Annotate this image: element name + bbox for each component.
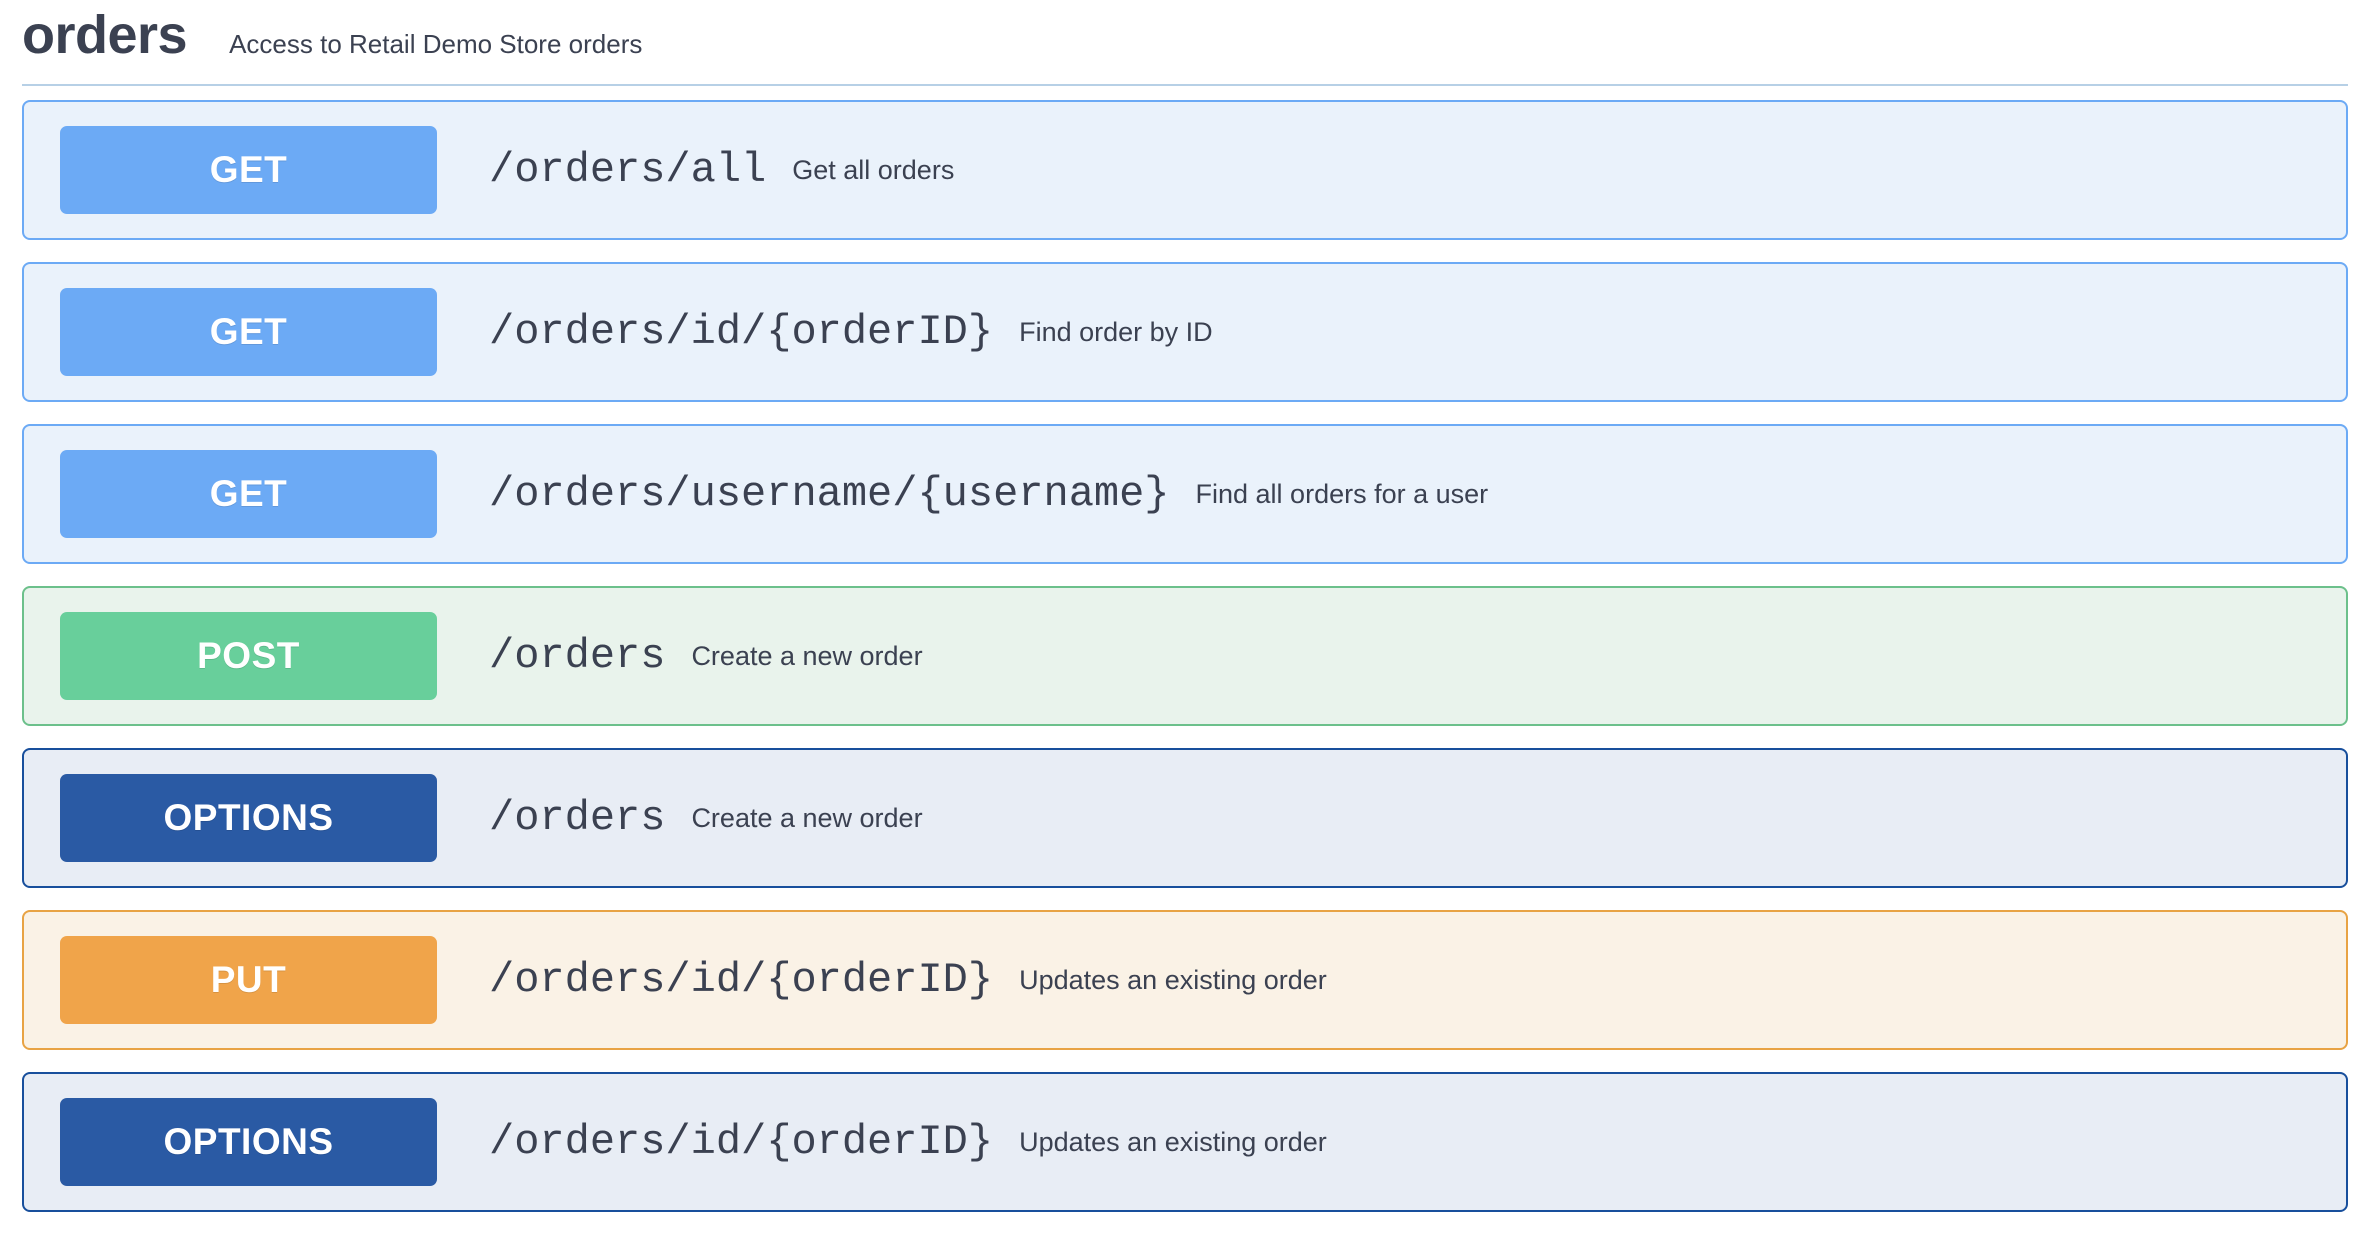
operation-path: /orders/all <box>489 146 767 194</box>
operation-summary: Find all orders for a user <box>1195 478 1489 509</box>
operation-path: /orders/id/{orderID} <box>489 1118 994 1166</box>
method-badge-options[interactable]: OPTIONS <box>60 1098 437 1186</box>
operation-row[interactable]: GET/orders/id/{orderID} Find order by ID <box>22 262 2348 402</box>
method-badge-get[interactable]: GET <box>60 126 437 214</box>
operation-row[interactable]: PUT/orders/id/{orderID} Updates an existi… <box>22 910 2348 1050</box>
operation-row[interactable]: OPTIONS/orders Create a new order <box>22 748 2348 888</box>
operation-row[interactable]: OPTIONS/orders/id/{orderID} Updates an ex… <box>22 1072 2348 1212</box>
operation-path: /orders/username/{username} <box>489 470 1170 518</box>
page-title: orders <box>22 5 188 65</box>
operation-path: /orders/id/{orderID} <box>489 308 994 356</box>
operation-row[interactable]: POST/orders Create a new order <box>22 586 2348 726</box>
operation-row[interactable]: GET/orders/username/{username} Find all o… <box>22 424 2348 564</box>
header-divider <box>22 84 2348 86</box>
operation-row[interactable]: GET/orders/all Get all orders <box>22 100 2348 240</box>
operation-summary: Create a new order <box>691 640 923 671</box>
method-badge-post[interactable]: POST <box>60 612 437 700</box>
operation-path: /orders <box>489 794 666 842</box>
operation-summary: Get all orders <box>792 154 955 185</box>
operation-summary: Updates an existing order <box>1019 1126 1327 1157</box>
operation-path: /orders <box>489 632 666 680</box>
method-badge-get[interactable]: GET <box>60 450 437 538</box>
operation-summary: Create a new order <box>691 802 923 833</box>
method-badge-options[interactable]: OPTIONS <box>60 774 437 862</box>
tag-header[interactable]: orders Access to Retail Demo Store order… <box>0 0 2370 76</box>
method-badge-put[interactable]: PUT <box>60 936 437 1024</box>
method-badge-get[interactable]: GET <box>60 288 437 376</box>
operation-summary: Find order by ID <box>1019 316 1213 347</box>
operation-path: /orders/id/{orderID} <box>489 956 994 1004</box>
tag-description: Access to Retail Demo Store orders <box>229 29 643 59</box>
operation-summary: Updates an existing order <box>1019 964 1327 995</box>
